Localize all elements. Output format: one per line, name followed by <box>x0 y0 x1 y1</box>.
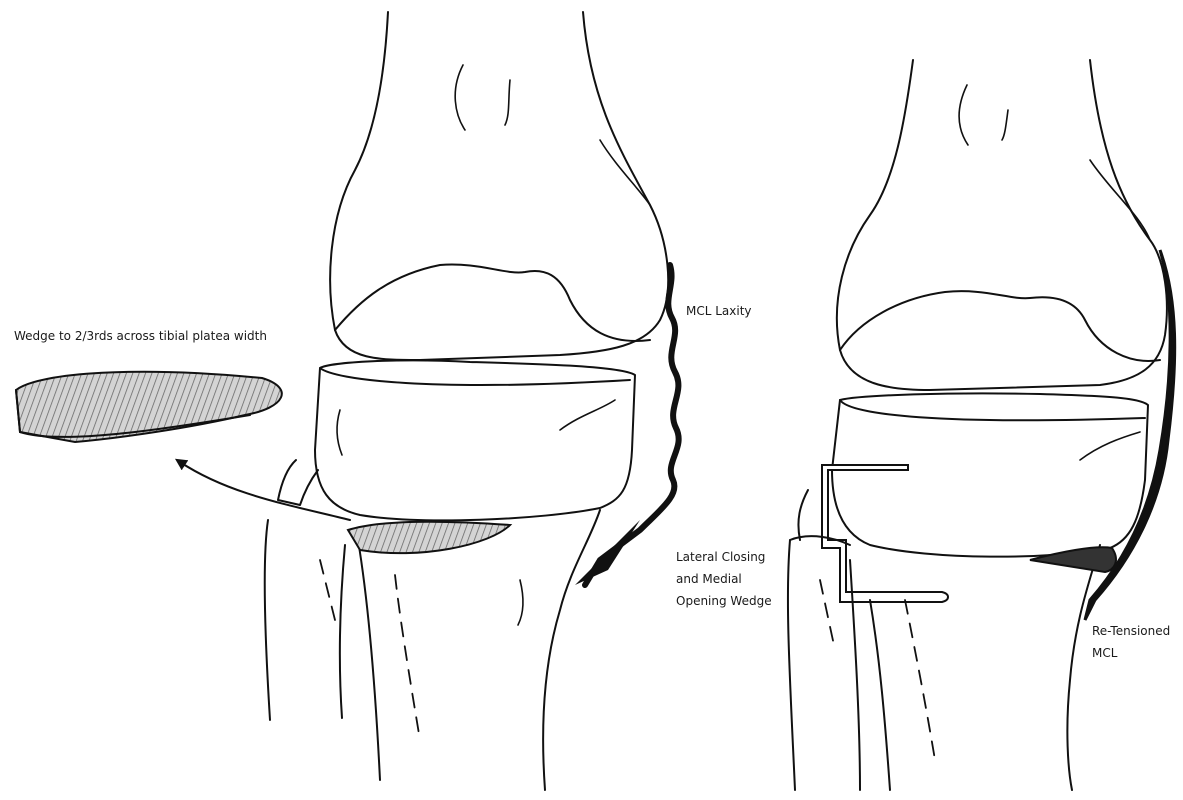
lateral-closing-line-2: and Medial <box>676 568 772 590</box>
re-tensioned-label: Re-Tensioned MCL <box>1092 620 1170 664</box>
right-knee <box>788 60 1175 790</box>
lateral-closing-line-3: Opening Wedge <box>676 590 772 612</box>
lateral-closing-line-1: Lateral Closing <box>676 546 772 568</box>
wedge-label: Wedge to 2/3rds across tibial platea wid… <box>14 325 267 347</box>
fixation-staple <box>822 465 948 602</box>
mcl-laxity-label: MCL Laxity <box>686 300 752 322</box>
mcl-laxity-ligament <box>585 265 679 585</box>
removed-wedge-piece <box>16 372 282 442</box>
left-fibula <box>265 460 345 720</box>
right-tibia <box>870 545 1100 790</box>
re-tensioned-line-2: MCL <box>1092 642 1170 664</box>
left-tibia-wedge-gap <box>348 522 510 553</box>
left-femur <box>330 12 668 360</box>
right-joint-disc <box>832 393 1148 556</box>
re-tensioned-line-1: Re-Tensioned <box>1092 620 1170 642</box>
lateral-closing-label: Lateral Closing and Medial Opening Wedge <box>676 546 772 612</box>
right-closed-wedge <box>1030 547 1116 572</box>
right-femur <box>837 60 1167 390</box>
